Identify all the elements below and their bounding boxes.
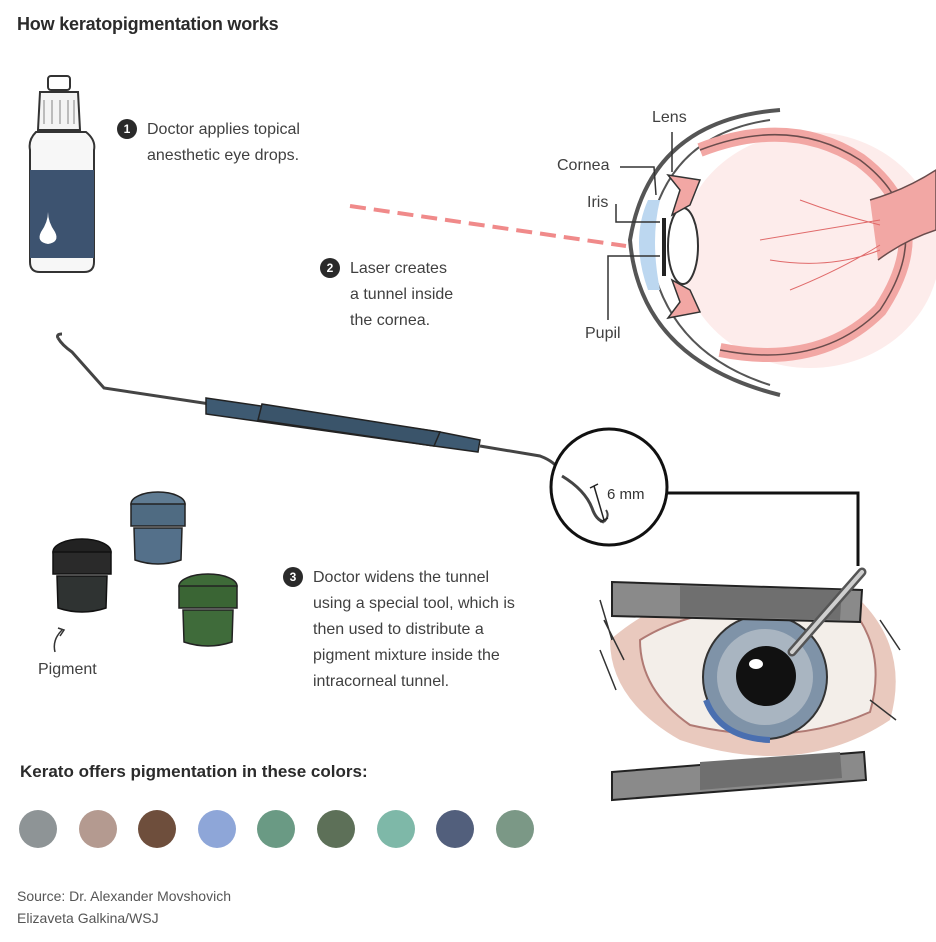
step-1-text: Doctor applies topical anesthetic eye dr… bbox=[147, 121, 300, 164]
color-swatch-4 bbox=[197, 810, 236, 848]
color-swatch-3 bbox=[138, 810, 177, 848]
step-3-number: 3 bbox=[283, 567, 303, 587]
step-3-text: Doctor widens the tunnel using a special… bbox=[313, 569, 515, 690]
step-2-number: 2 bbox=[320, 258, 340, 278]
color-swatch-6 bbox=[316, 810, 355, 848]
step-2: 2 Laser creates a tunnel inside the corn… bbox=[320, 256, 453, 334]
credit-line: Elizaveta Galkina/WSJ bbox=[17, 910, 159, 926]
lens-label: Lens bbox=[652, 109, 687, 126]
laser-beam bbox=[349, 204, 627, 248]
eye-cross-section bbox=[627, 108, 936, 397]
color-swatch-8 bbox=[436, 810, 475, 848]
eye-drop-bottle-icon bbox=[28, 75, 96, 273]
step-3: 3 Doctor widens the tunnel using a speci… bbox=[283, 565, 515, 695]
step-2-text: Laser creates a tunnel inside the cornea… bbox=[350, 260, 454, 329]
tool-measure-label: 6 mm bbox=[607, 486, 645, 503]
color-swatch-2 bbox=[78, 810, 117, 848]
step-1-number: 1 bbox=[117, 119, 137, 139]
source-credit: Source: Dr. Alexander Movshovich Elizave… bbox=[17, 885, 231, 929]
pigment-jar-green bbox=[178, 573, 238, 647]
pupil-label: Pupil bbox=[585, 325, 621, 342]
page-title: How keratopigmentation works bbox=[17, 14, 279, 34]
color-swatches bbox=[19, 810, 555, 848]
color-swatch-9 bbox=[495, 810, 534, 848]
color-swatch-1 bbox=[19, 810, 57, 848]
color-swatch-7 bbox=[376, 810, 415, 848]
pigment-jar-black bbox=[52, 538, 112, 613]
magnifier-circle bbox=[549, 427, 860, 566]
surgical-tool-icon bbox=[56, 332, 562, 473]
source-line: Source: Dr. Alexander Movshovich bbox=[17, 888, 231, 904]
palette-title: Kerato offers pigmentation in these colo… bbox=[20, 762, 368, 781]
iris-label: Iris bbox=[587, 194, 609, 211]
color-swatch-5 bbox=[257, 810, 296, 848]
cornea-label: Cornea bbox=[557, 157, 610, 174]
pigment-jar-blue bbox=[130, 491, 186, 565]
eye-closeup-illustration bbox=[599, 567, 901, 802]
pigment-label: Pigment bbox=[38, 661, 97, 678]
step-1: 1 Doctor applies topical anesthetic eye … bbox=[117, 117, 300, 169]
